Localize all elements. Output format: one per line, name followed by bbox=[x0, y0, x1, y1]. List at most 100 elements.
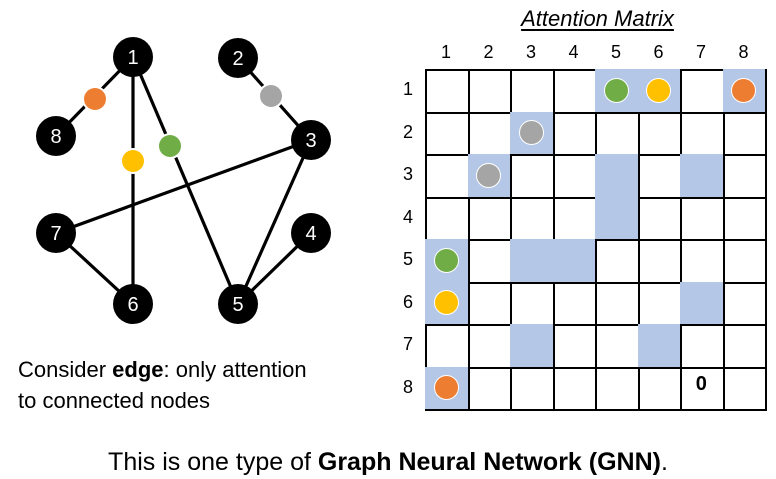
matrix-cell-4-2 bbox=[467, 196, 512, 241]
node-3: 3 bbox=[291, 120, 331, 160]
matrix-cell-2-3 bbox=[510, 111, 555, 156]
matrix-cell-6-6 bbox=[637, 281, 682, 326]
node-circle bbox=[36, 116, 76, 156]
matrix-cell-6-5 bbox=[595, 281, 640, 326]
matrix-cell-4-1 bbox=[425, 196, 470, 241]
node-5: 5 bbox=[218, 284, 258, 324]
matrix-cell-1-6 bbox=[637, 69, 682, 114]
matrix-cell-4-3 bbox=[510, 196, 555, 241]
caption: Consider edge: only attention to connect… bbox=[18, 354, 307, 416]
matrix-cell-7-5 bbox=[595, 324, 640, 369]
node-8: 8 bbox=[36, 116, 76, 156]
matrix-cell-4-6 bbox=[637, 196, 682, 241]
attention-marker-green bbox=[603, 77, 629, 103]
matrix-cell-3-7 bbox=[680, 154, 725, 199]
matrix-cell-5-6 bbox=[637, 239, 682, 284]
node-circle bbox=[218, 38, 258, 78]
matrix-cell-4-4 bbox=[552, 196, 597, 241]
row-label-4: 4 bbox=[402, 206, 413, 227]
matrix-cell-3-8 bbox=[722, 154, 767, 199]
caption-line2: to connected nodes bbox=[18, 388, 211, 413]
matrix-cell-2-6 bbox=[637, 111, 682, 156]
matrix-cell-3-1 bbox=[425, 154, 470, 199]
edge-markers bbox=[82, 83, 284, 174]
caption-suffix: : only attention bbox=[163, 357, 307, 382]
attention-marker-orange bbox=[731, 77, 757, 103]
attention-marker-gray bbox=[476, 162, 502, 188]
matrix-cell-8-6 bbox=[637, 366, 682, 411]
matrix-cell-7-7 bbox=[680, 324, 725, 369]
matrix-cell-5-7 bbox=[680, 239, 725, 284]
matrix-cell-2-8 bbox=[722, 111, 767, 156]
matrix-cell-6-3 bbox=[510, 281, 555, 326]
node-circle bbox=[291, 120, 331, 160]
edge-3-5 bbox=[236, 139, 313, 305]
attention-marker-green bbox=[433, 247, 459, 273]
node-circle bbox=[218, 284, 258, 324]
node-2: 2 bbox=[218, 38, 258, 78]
matrix-cell-3-2 bbox=[467, 154, 512, 199]
col-label-8: 8 bbox=[738, 42, 749, 62]
attention-marker-orange bbox=[433, 375, 459, 401]
footer-suffix: . bbox=[660, 448, 668, 476]
matrix-cell-8-3 bbox=[510, 366, 555, 411]
matrix-cell-5-1 bbox=[425, 239, 470, 284]
caption-prefix: Consider bbox=[18, 357, 113, 382]
matrix-cell-7-2 bbox=[467, 324, 512, 369]
node-4: 4 bbox=[291, 213, 331, 253]
col-label-2: 2 bbox=[483, 42, 494, 62]
matrix-cell-6-2 bbox=[467, 281, 512, 326]
matrix-cell-7-6 bbox=[637, 324, 682, 369]
node-label: 3 bbox=[305, 130, 316, 152]
col-label-3: 3 bbox=[525, 42, 536, 62]
matrix-cell-2-5 bbox=[595, 111, 640, 156]
node-label: 6 bbox=[127, 294, 138, 316]
edge-3-7 bbox=[55, 138, 312, 235]
node-1: 1 bbox=[113, 37, 153, 77]
matrix-cell-8-5 bbox=[595, 366, 640, 411]
node-label: 5 bbox=[232, 294, 243, 316]
matrix-cell-6-1 bbox=[425, 281, 470, 326]
matrix-cell-1-1 bbox=[425, 69, 470, 114]
matrix-cell-7-3 bbox=[510, 324, 555, 369]
row-label-3: 3 bbox=[402, 164, 413, 184]
node-circle bbox=[113, 284, 153, 324]
footer-prefix: This is one type of bbox=[108, 448, 318, 476]
matrix-title: Attention Matrix bbox=[521, 6, 674, 31]
edge-marker-yellow bbox=[122, 150, 144, 172]
attention-marker-yellow bbox=[433, 290, 459, 316]
caption-bold: edge bbox=[112, 357, 164, 382]
matrix-cell-5-8 bbox=[722, 239, 767, 284]
node-label: 2 bbox=[232, 48, 243, 70]
matrix-cell-4-5 bbox=[595, 196, 640, 241]
matrix-cell-3-3 bbox=[510, 154, 555, 199]
matrix-cell-8-8 bbox=[722, 366, 767, 411]
edge-marker-gray bbox=[260, 85, 282, 107]
matrix-cell-6-7 bbox=[680, 281, 725, 326]
matrix-cell-2-7 bbox=[680, 111, 725, 156]
matrix-cell-4-8 bbox=[722, 196, 767, 241]
node-circle bbox=[113, 37, 153, 77]
matrix-cell-5-5 bbox=[595, 239, 640, 284]
matrix-cell-5-3 bbox=[510, 239, 555, 284]
matrix-cell-5-2 bbox=[467, 239, 512, 284]
edge-marker-green bbox=[159, 135, 181, 157]
node-6: 6 bbox=[113, 284, 153, 324]
matrix-cell-3-6 bbox=[637, 154, 682, 199]
footer-text: This is one type of Graph Neural Network… bbox=[0, 448, 776, 477]
matrix-cell-6-4 bbox=[552, 281, 597, 326]
row-label-5: 5 bbox=[402, 249, 413, 269]
edge-1-5 bbox=[131, 56, 240, 305]
attention-marker-yellow bbox=[646, 77, 672, 103]
row-label-2: 2 bbox=[402, 121, 413, 142]
zero-value: 0 bbox=[695, 372, 707, 395]
matrix-cell-3-4 bbox=[552, 154, 597, 199]
matrix-cell-2-1 bbox=[425, 111, 470, 156]
row-label-7: 7 bbox=[402, 334, 413, 354]
matrix-cell-8-2 bbox=[467, 366, 512, 411]
node-circle bbox=[36, 213, 76, 253]
matrix-cell-5-4 bbox=[552, 239, 597, 284]
matrix-cell-6-8 bbox=[722, 281, 767, 326]
